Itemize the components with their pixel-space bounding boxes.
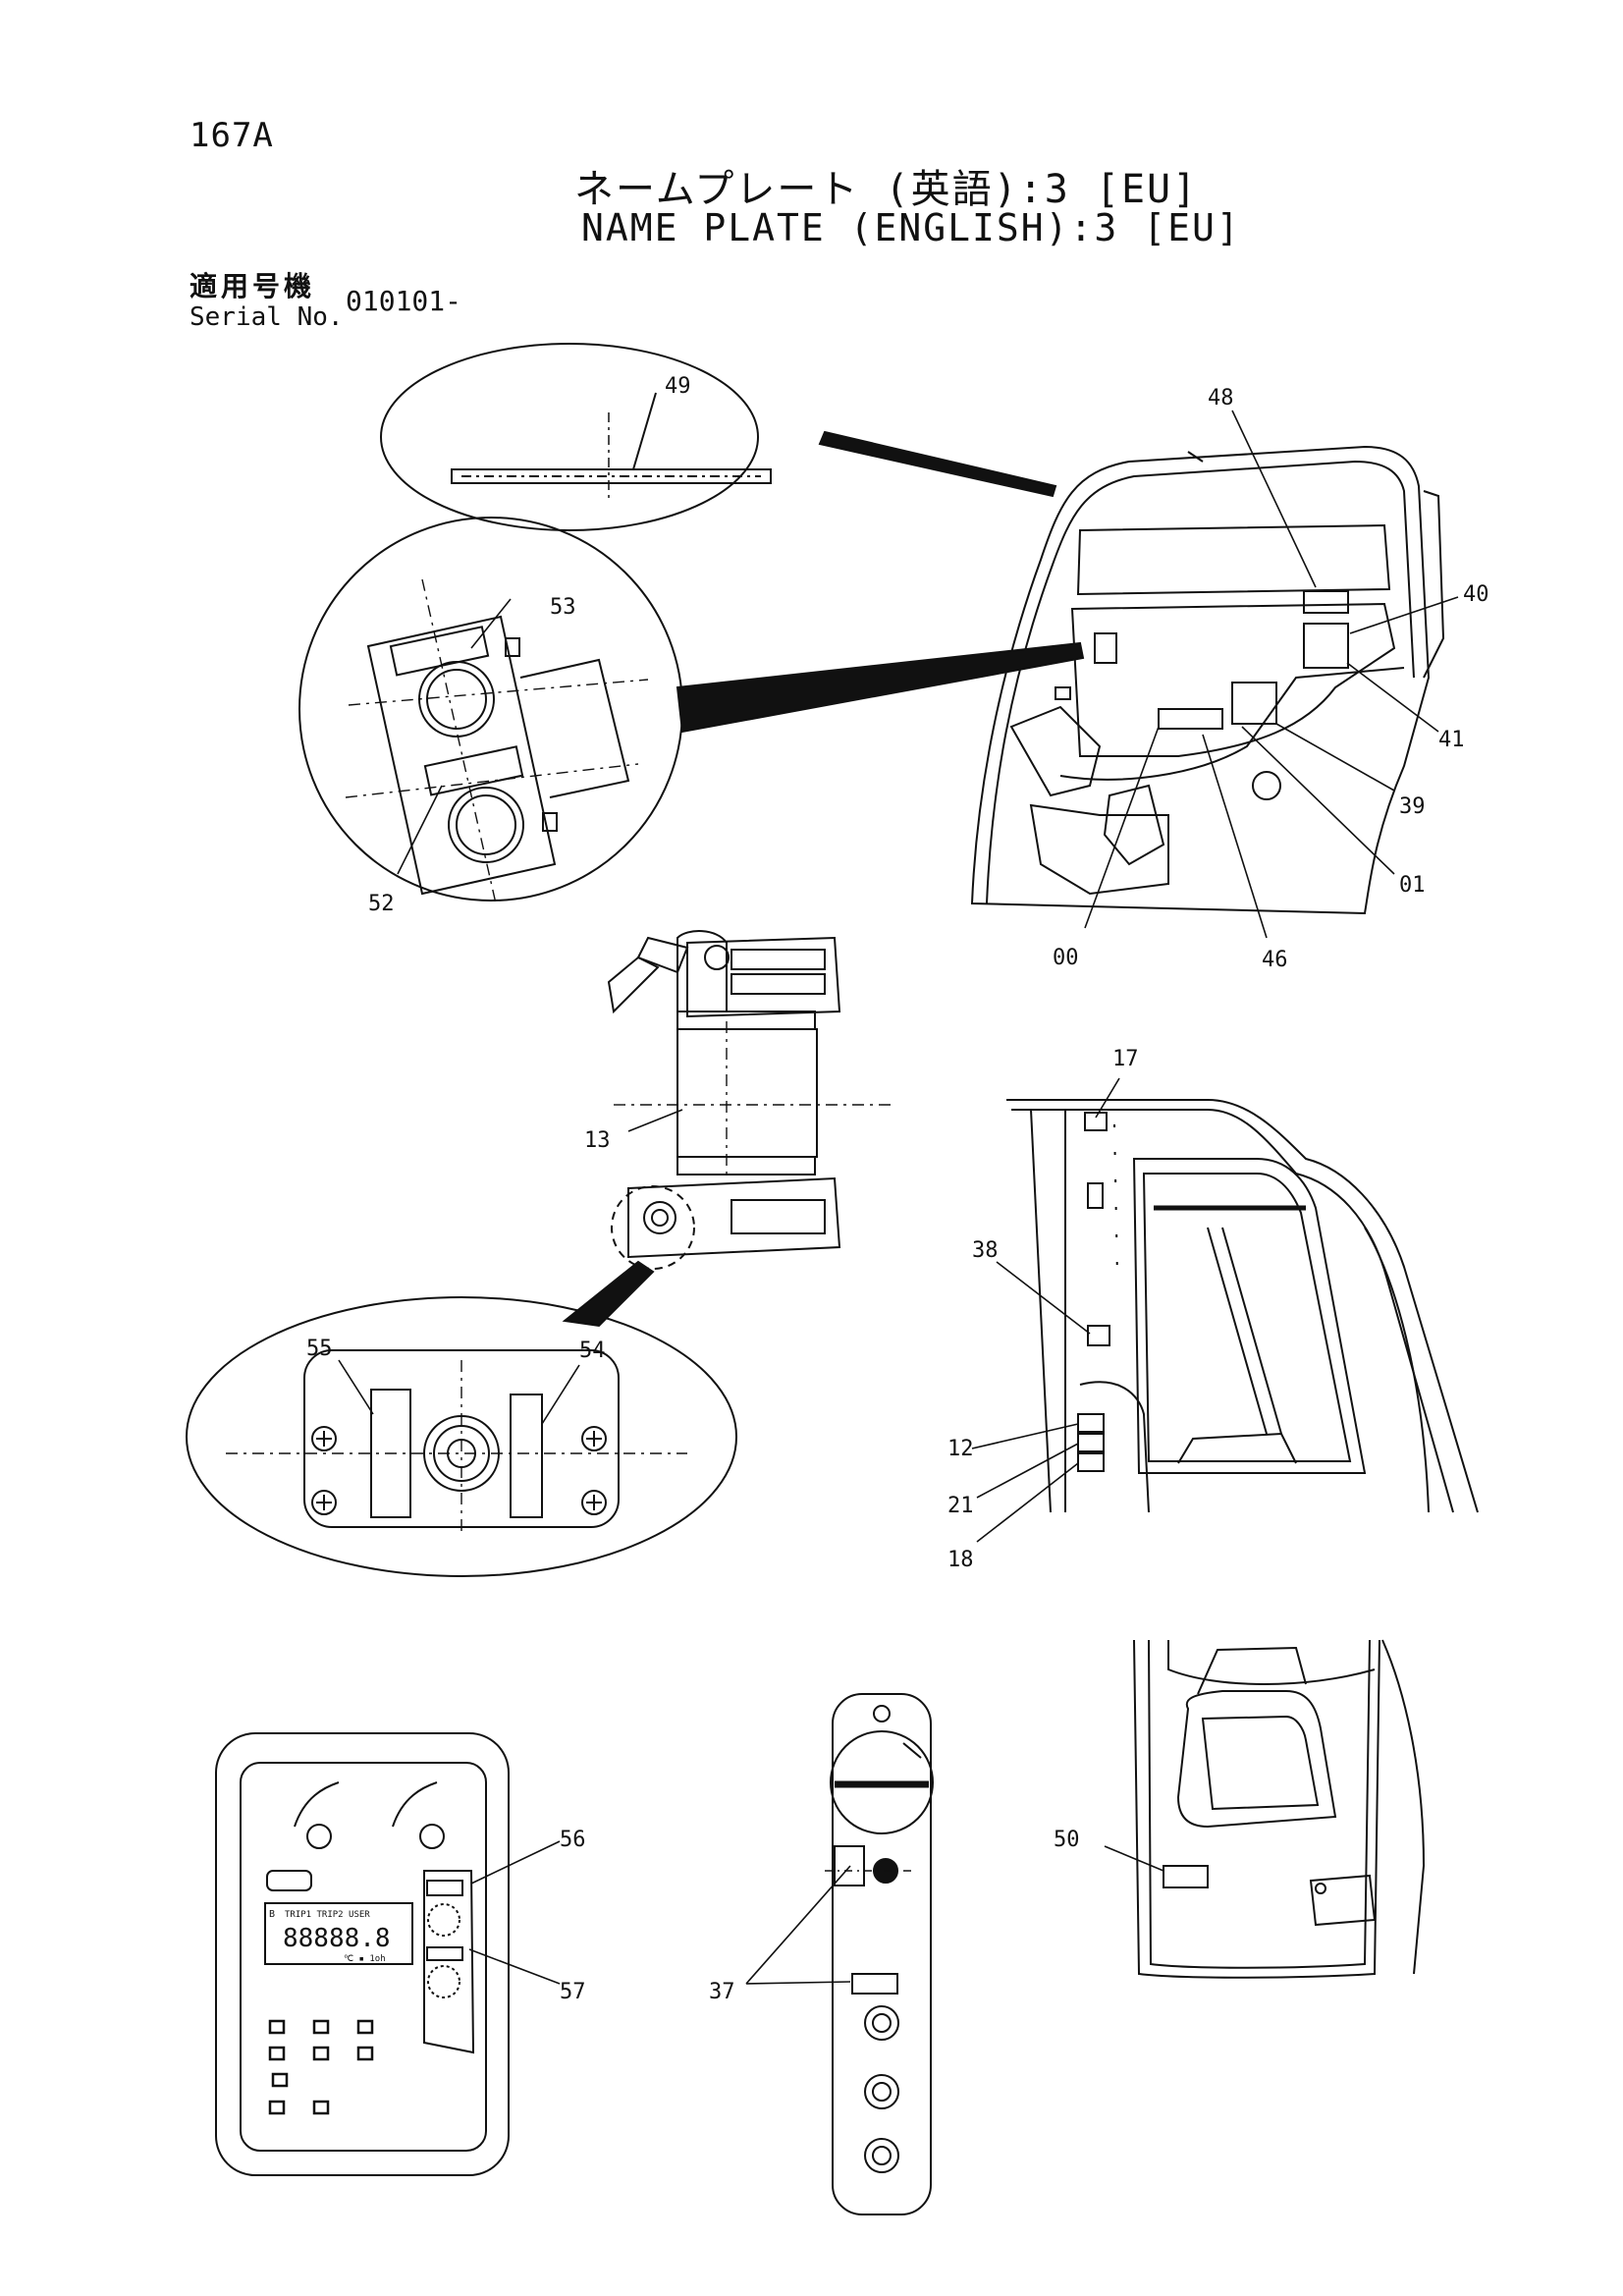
callout-53: 53 (550, 595, 576, 620)
callout-38: 38 (972, 1238, 999, 1263)
lcd-mark: B (269, 1909, 275, 1920)
cab-leader-lines (1084, 410, 1459, 939)
callout-55: 55 (306, 1337, 333, 1361)
callout-labels: 49 48 40 41 39 01 00 46 53 52 13 17 38 1… (306, 374, 1489, 2004)
lcd-value: 88888.8 (283, 1924, 391, 1953)
switch-panel-drawing (745, 1693, 934, 2215)
callout-21: 21 (947, 1494, 974, 1518)
serial-label-english: Serial No. (189, 302, 344, 332)
callout-48: 48 (1208, 386, 1234, 410)
callout-49: 49 (665, 374, 691, 399)
callout-41: 41 (1438, 728, 1465, 752)
cab-interior-drawing (970, 445, 1445, 915)
door-panel-drawing (1104, 1639, 1426, 1979)
monitor-panel-drawing (215, 1732, 561, 2176)
serial-value: 010101- (346, 285, 462, 317)
detail-circle-52-53 (298, 517, 1085, 904)
callout-01: 01 (1399, 873, 1426, 898)
cab-door-drawing (1006, 1099, 1479, 1513)
callout-13: 13 (584, 1128, 611, 1153)
callout-18: 18 (947, 1548, 974, 1572)
callout-56: 56 (560, 1828, 586, 1852)
control-console-drawing (607, 930, 893, 1270)
serial-label-japanese: 適用号機 (189, 270, 316, 302)
callout-37: 37 (709, 1980, 735, 2004)
page-title-english: NAME PLATE (ENGLISH):3 [EU] (581, 206, 1241, 249)
page-code: 167A (189, 116, 274, 155)
door-leader-lines (971, 1077, 1120, 1543)
monitor-lcd-text: B TRIP1 TRIP2 USER 88888.8 ℃ ▪ 1oh (269, 1909, 391, 1964)
page-title-japanese: ネームプレート (英語):3 [EU] (574, 167, 1199, 212)
callout-17: 17 (1112, 1047, 1139, 1071)
lcd-units: ℃ ▪ 1oh (344, 1954, 386, 1964)
callout-50: 50 (1054, 1828, 1080, 1852)
detail-ellipse-54-55 (186, 1260, 737, 1577)
callout-12: 12 (947, 1437, 974, 1461)
callout-39: 39 (1399, 794, 1426, 819)
lcd-header: TRIP1 TRIP2 USER (285, 1910, 370, 1920)
callout-57: 57 (560, 1980, 586, 2004)
callout-40: 40 (1463, 582, 1489, 607)
detail-ellipse-49 (380, 343, 1057, 531)
callout-46: 46 (1262, 948, 1288, 972)
callout-52: 52 (368, 892, 395, 916)
callout-54: 54 (579, 1339, 606, 1363)
callout-00: 00 (1053, 946, 1079, 970)
